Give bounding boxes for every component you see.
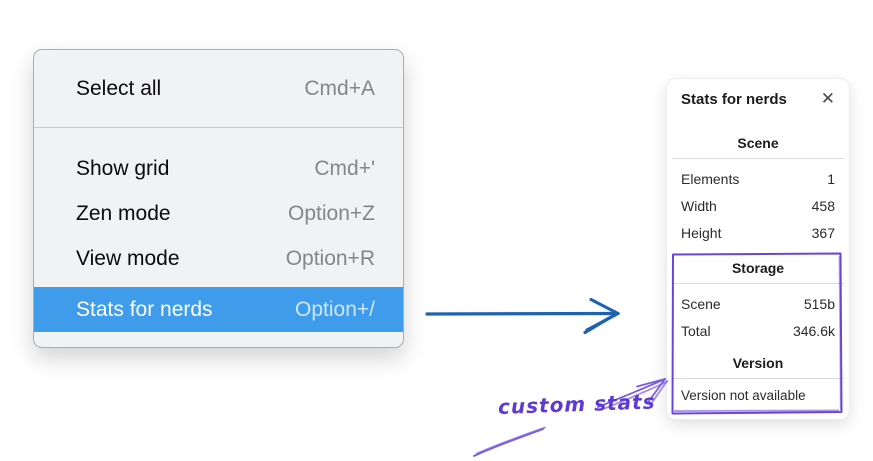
menu-item-select-all[interactable]: Select all Cmd+A [34,50,403,127]
stat-value: 346.6k [792,322,835,339]
menu-item-stats-for-nerds[interactable]: Stats for nerds Option+/ [34,287,403,332]
menu-item-label: Stats for nerds [76,297,213,321]
stat-row-width: Width 458 [681,192,835,219]
context-menu: Select all Cmd+A Show grid Cmd+' Zen mod… [33,49,404,348]
stat-label: Elements [681,170,740,187]
stat-value: 458 [811,197,835,214]
close-icon[interactable]: ✕ [820,89,835,109]
menu-section: Show grid Cmd+' Zen mode Option+Z View m… [34,128,403,332]
stat-label: Height [681,224,722,241]
stat-label: Scene [681,295,721,312]
menu-item-label: Show grid [76,156,170,180]
stats-panel: Stats for nerds ✕ Scene Elements 1 Width… [666,78,850,420]
stats-panel-title: Stats for nerds [681,90,787,108]
stat-value: 367 [811,224,835,241]
section-heading-scene: Scene [737,135,779,151]
stats-panel-header: Stats for nerds ✕ [681,89,835,109]
menu-item-label: View mode [76,246,180,270]
menu-item-shortcut: Cmd+' [314,156,375,180]
menu-item-shortcut: Option+Z [288,201,375,225]
menu-item-label: Select all [76,76,162,100]
stat-label: Width [681,197,717,214]
menu-divider [34,127,403,128]
menu-item-label: Zen mode [76,201,171,225]
stat-row-total-size: Total 346.6k [681,317,835,344]
stat-row-elements: Elements 1 [681,165,835,192]
storage-rows: Scene 515b Total 346.6k [681,290,835,344]
scene-rows: Elements 1 Width 458 Height 367 [681,165,835,246]
section-divider [672,283,844,284]
menu-item-shortcut: Option+R [285,246,375,270]
stat-row-scene-size: Scene 515b [681,290,835,317]
menu-item-zen-mode[interactable]: Zen mode Option+Z [34,191,403,236]
stat-value: 1 [827,170,835,187]
menu-item-show-grid[interactable]: Show grid Cmd+' [34,146,403,191]
menu-item-view-mode[interactable]: View mode Option+R [34,236,403,281]
stat-value: 515b [803,295,835,312]
version-note: Version not available [681,388,806,403]
stat-label: Total [681,322,711,339]
stat-row-height: Height 367 [681,219,835,246]
section-heading-version: Version [732,355,784,371]
section-heading-storage: Storage [731,260,785,276]
section-divider [672,158,844,159]
section-divider [672,378,844,379]
annotation-label: custom stats [497,389,656,419]
menu-item-shortcut: Option+/ [295,297,375,321]
menu-item-shortcut: Cmd+A [304,76,375,100]
flow-arrow [425,297,620,335]
